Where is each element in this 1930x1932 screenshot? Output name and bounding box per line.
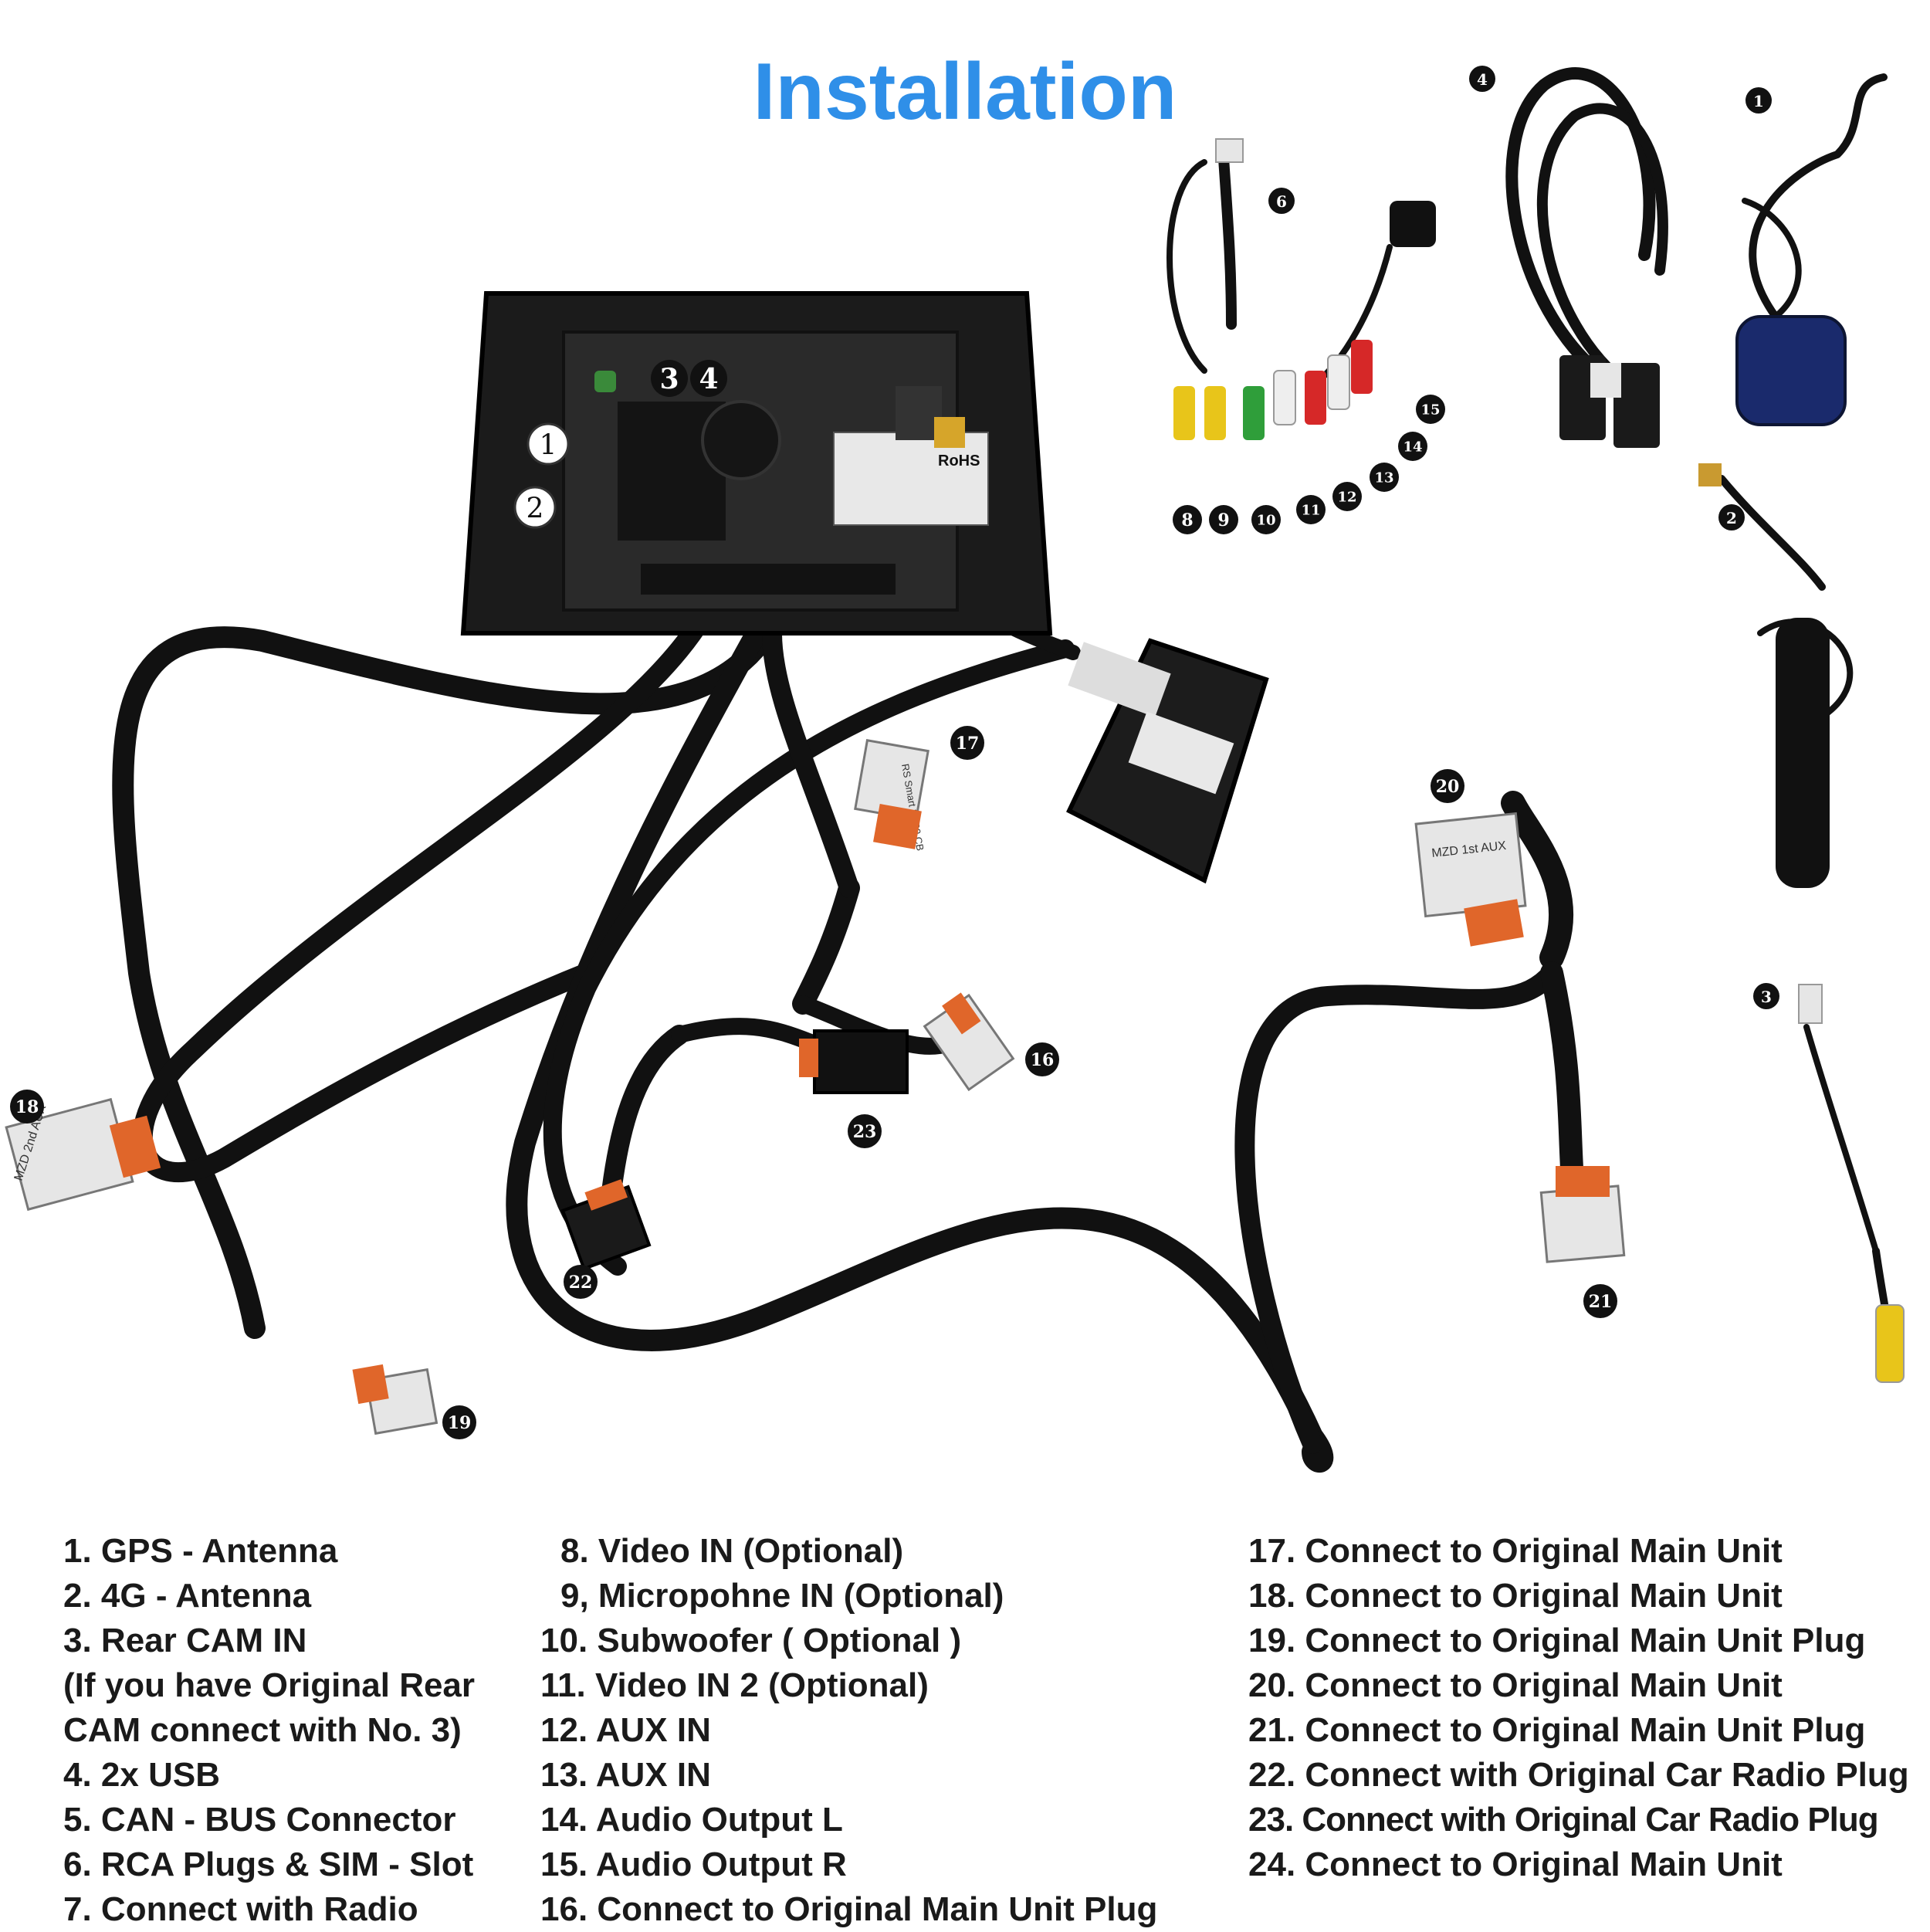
- svg-text:2: 2: [527, 493, 544, 525]
- svg-text:11: 11: [1301, 503, 1320, 519]
- legend-item: 10. Subwoofer ( Optional ): [540, 1622, 962, 1659]
- cable-harness: [112, 67, 1895, 1473]
- legend-column-1: 1. GPS - Antenna 2. 4G - Antenna 3. Rear…: [63, 1529, 527, 1932]
- legend-item: 18. Connect to Original Main Unit: [1248, 1577, 1783, 1615]
- svg-text:1: 1: [1753, 92, 1764, 110]
- svg-text:3: 3: [1761, 988, 1772, 1006]
- page-title: Installation: [753, 47, 1177, 137]
- legend-item: 13. AUX IN: [540, 1756, 711, 1794]
- unit-label-rohs: RoHS: [938, 452, 980, 469]
- callout-badge-3-head: 3: [651, 360, 688, 397]
- callout-badge-9: 9: [1209, 505, 1238, 534]
- callout-badge-14: 14: [1398, 432, 1427, 461]
- callout-badges: 1 4 6 2 3 8 9 10 11 12 13 14 15 17 20 16…: [10, 66, 1779, 1439]
- callout-badge-11: 11: [1296, 495, 1326, 524]
- callout-badge-2: 2: [1718, 504, 1745, 530]
- svg-text:9: 9: [1217, 510, 1229, 530]
- connector-22: [560, 1179, 652, 1271]
- svg-text:13: 13: [1374, 470, 1393, 486]
- legend-item: 16. Connect to Original Main Unit Plug: [540, 1890, 1158, 1928]
- callout-circle-2-head: 2: [513, 486, 557, 529]
- legend-item: 11. Video IN 2 (Optional): [540, 1666, 929, 1704]
- legend-item: 4. 2x USB: [63, 1756, 220, 1794]
- legend-item: (If you have Original Rear: [63, 1666, 476, 1704]
- svg-text:4: 4: [1477, 70, 1488, 89]
- svg-text:22: 22: [569, 1273, 593, 1293]
- legend-item: CAM connect with No. 3): [63, 1711, 462, 1749]
- wiring-diagram: RoHS RS Smart 20/30 CB MZD 2nd: [5, 66, 1905, 1473]
- svg-text:8: 8: [1181, 510, 1193, 530]
- callout-badge-15: 15: [1416, 395, 1445, 424]
- connector-21: [1539, 1166, 1626, 1263]
- legend-item: 9, Micropohne IN (Optional): [560, 1577, 1004, 1615]
- callout-badge-6: 6: [1268, 188, 1295, 214]
- legend-item: 3. Rear CAM IN: [63, 1622, 307, 1659]
- svg-text:21: 21: [1589, 1292, 1613, 1312]
- 4g-antenna: [1698, 463, 1830, 888]
- callout-badge-17: 17: [950, 726, 984, 760]
- legend-item: 19. Connect to Original Main Unit Plug: [1248, 1622, 1866, 1659]
- callout-badge-4: 4: [1469, 66, 1495, 92]
- connector-16: [923, 992, 1015, 1092]
- callout-badge-8: 8: [1173, 505, 1202, 534]
- callout-badge-23: 23: [848, 1114, 882, 1148]
- svg-text:6: 6: [1276, 192, 1287, 211]
- callout-badge-20: 20: [1431, 769, 1464, 803]
- legend-item: 5. CAN - BUS Connector: [63, 1801, 456, 1839]
- svg-text:14: 14: [1403, 439, 1422, 456]
- callout-badge-21: 21: [1583, 1284, 1617, 1318]
- svg-text:18: 18: [15, 1097, 39, 1117]
- callout-badge-16: 16: [1025, 1042, 1059, 1076]
- legend-item: 17. Connect to Original Main Unit: [1248, 1532, 1783, 1570]
- callout-badge-1: 1: [1745, 87, 1772, 114]
- connector-23: [799, 1029, 909, 1094]
- connector-20: MZD 1st AUX: [1414, 812, 1527, 947]
- connector-19: [352, 1364, 438, 1435]
- callout-badge-4-head: 4: [690, 360, 727, 397]
- legend-item: 23. Connect with Original Car Radio Plug: [1248, 1801, 1879, 1839]
- legend-item: 8. Video IN (Optional): [560, 1532, 904, 1570]
- legend-item: 6. RCA Plugs & SIM - Slot: [63, 1846, 474, 1883]
- svg-text:4: 4: [699, 363, 718, 395]
- rca-plugs: [1173, 138, 1436, 440]
- callout-badge-12: 12: [1332, 482, 1362, 511]
- legend-item: 1. GPS - Antenna: [63, 1532, 338, 1570]
- callout-badge-10: 10: [1251, 505, 1281, 534]
- legend-item: 12. AUX IN: [540, 1711, 711, 1749]
- callout-circle-1-head: 1: [527, 422, 570, 466]
- legend-column-2: 8. Video IN (Optional) 9, Micropohne IN …: [540, 1529, 1235, 1932]
- svg-text:1: 1: [540, 430, 557, 462]
- callout-badge-3: 3: [1753, 983, 1779, 1009]
- legend-item: 21. Connect to Original Main Unit Plug: [1248, 1711, 1866, 1749]
- legend-item: 15. Audio Output R: [540, 1846, 847, 1883]
- rear-cam-plug: [1798, 984, 1905, 1383]
- svg-text:10: 10: [1256, 513, 1275, 529]
- svg-text:16: 16: [1031, 1050, 1055, 1070]
- legend-item: 24. Connect to Original Main Unit: [1248, 1846, 1783, 1883]
- callout-badge-13: 13: [1370, 463, 1399, 492]
- svg-text:20: 20: [1436, 777, 1460, 797]
- svg-text:3: 3: [659, 363, 679, 395]
- legend-item: 2. 4G - Antenna: [63, 1577, 312, 1615]
- callout-badge-22: 22: [564, 1265, 598, 1299]
- can-bus-box: [1066, 638, 1269, 884]
- gps-antenna: [1735, 315, 1847, 426]
- svg-text:17: 17: [956, 734, 980, 754]
- legend-item: 7. Connect with Radio: [63, 1890, 418, 1928]
- svg-text:19: 19: [448, 1413, 472, 1433]
- legend-item: 22. Connect with Original Car Radio Plug: [1248, 1756, 1909, 1794]
- head-unit: RoHS: [460, 291, 1053, 636]
- svg-text:2: 2: [1726, 509, 1737, 527]
- callout-badge-19: 19: [442, 1405, 476, 1439]
- connector-17-16: RS Smart 20/30 CB: [854, 739, 929, 852]
- svg-text:23: 23: [853, 1122, 877, 1142]
- usb-connectors: [1559, 355, 1660, 448]
- svg-text:15: 15: [1420, 402, 1440, 419]
- svg-text:12: 12: [1337, 490, 1356, 506]
- legend-item: 20. Connect to Original Main Unit: [1248, 1666, 1783, 1704]
- legend-column-3: 17. Connect to Original Main Unit 18. Co…: [1248, 1529, 1912, 1887]
- legend-item: 14. Audio Output L: [540, 1801, 843, 1839]
- callout-badge-18: 18: [10, 1090, 44, 1124]
